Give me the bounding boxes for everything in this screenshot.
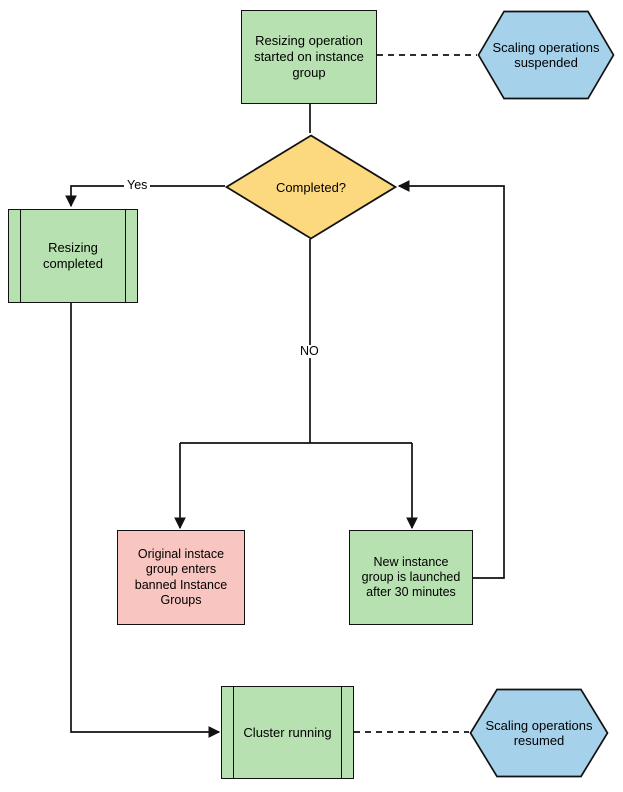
diamond-shape-completed bbox=[224, 134, 398, 240]
edge-completed-to-cluster bbox=[70, 302, 221, 738]
node-completed-decision-label: Completed? bbox=[275, 179, 347, 195]
node-completed-decision[interactable]: Completed? bbox=[224, 134, 398, 240]
node-resizing-started[interactable]: Resizing operation started on instance g… bbox=[241, 10, 377, 104]
edge-label-yes-text: Yes bbox=[127, 178, 148, 192]
node-cluster-running-label: Cluster running bbox=[243, 724, 332, 740]
node-cluster-running[interactable]: Cluster running bbox=[221, 686, 354, 779]
edge-decision-yes bbox=[65, 185, 225, 208]
node-resizing-completed-label: Resizing completed bbox=[43, 240, 103, 271]
node-new-instance-group-label: New instance group is launched after 30 … bbox=[361, 554, 461, 600]
hexagon-shape-suspended bbox=[477, 10, 615, 100]
node-scaling-suspended[interactable]: Scaling operations suspended bbox=[477, 10, 615, 100]
edge-label-yes: Yes bbox=[124, 178, 151, 192]
node-scaling-resumed-label: Scaling operations resumed bbox=[485, 718, 593, 748]
edge-loop-back bbox=[397, 180, 505, 579]
predef-bar-right bbox=[125, 210, 126, 302]
predef-bar-left-2 bbox=[233, 687, 234, 778]
node-new-instance-group[interactable]: New instance group is launched after 30 … bbox=[349, 530, 473, 625]
node-original-banned[interactable]: Original instace group enters banned Ins… bbox=[117, 530, 245, 625]
node-scaling-resumed[interactable]: Scaling operations resumed bbox=[469, 688, 609, 778]
predef-bar-left bbox=[20, 210, 21, 302]
edge-label-no: NO bbox=[297, 345, 322, 358]
edge-label-no-text: NO bbox=[300, 344, 319, 358]
predef-bar-right-2 bbox=[341, 687, 342, 778]
node-original-banned-label: Original instace group enters banned Ins… bbox=[134, 547, 228, 607]
node-scaling-suspended-label: Scaling operations suspended bbox=[492, 40, 600, 70]
node-resizing-completed[interactable]: Resizing completed bbox=[8, 209, 138, 303]
hexagon-shape-resumed bbox=[469, 688, 609, 778]
node-resizing-started-label: Resizing operation started on instance g… bbox=[254, 33, 364, 80]
